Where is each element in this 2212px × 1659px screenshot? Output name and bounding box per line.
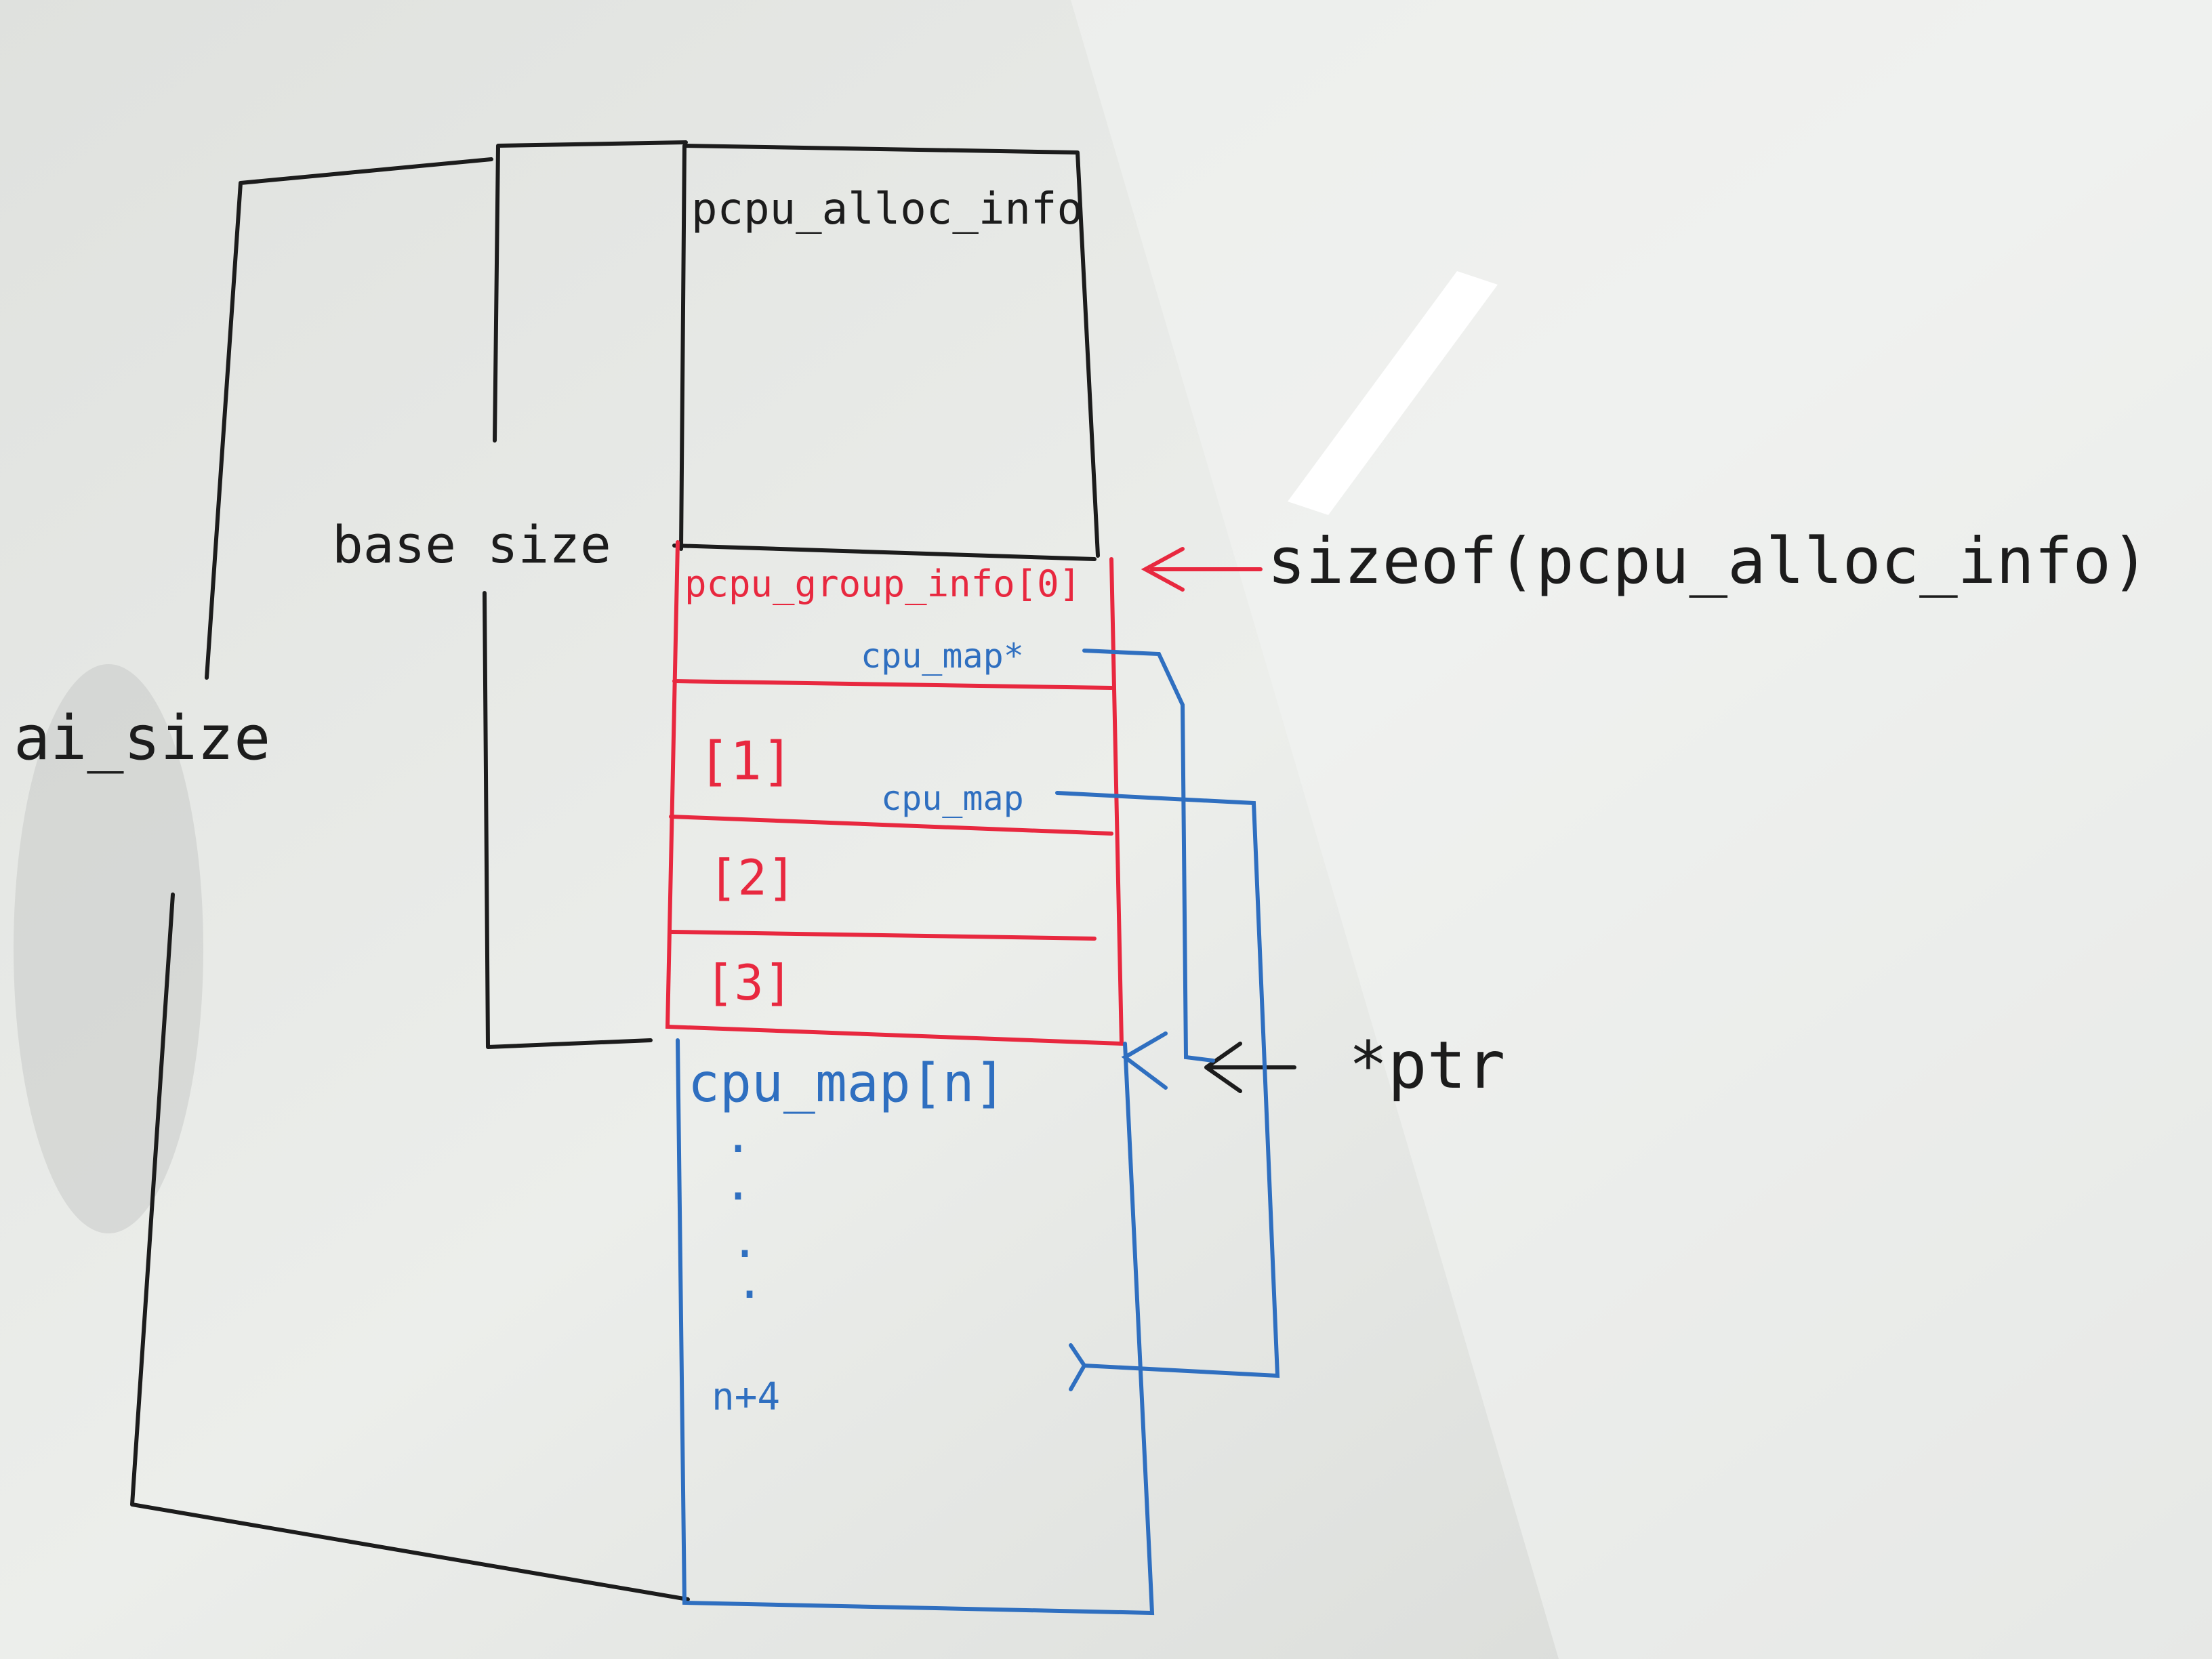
ellipsis-dot-3: .	[731, 1213, 759, 1269]
ai-size-bracket	[130, 157, 690, 1601]
cpu-map-n-arrowhead	[1121, 1031, 1168, 1090]
group-divider-1	[672, 679, 1113, 690]
bottom-entry-label: n+4	[712, 1375, 780, 1419]
struct-box-outline	[679, 144, 1100, 558]
group-divider-2	[669, 815, 1113, 836]
group-2-label: [2]	[708, 849, 796, 906]
cpu-map-1-link	[1055, 791, 1280, 1378]
reflection-blob	[14, 664, 203, 1233]
sizeof-arrow	[1141, 547, 1263, 592]
ceiling-light-glare	[1288, 271, 1498, 515]
cpu-map-box	[676, 1038, 1155, 1616]
cpu-map-ptr-0-label: cpu_map*	[861, 636, 1024, 676]
blue-strokes	[676, 649, 1280, 1616]
group-3-label: [3]	[705, 954, 793, 1011]
group-array-box	[665, 540, 1124, 1046]
bottom-arrowhead	[1069, 1343, 1087, 1391]
black-strokes	[130, 140, 1296, 1601]
ellipsis-dot-1: .	[724, 1108, 752, 1164]
base-size-bracket	[483, 140, 688, 1049]
cpu-map-n-label: cpu_map[n]	[688, 1053, 1006, 1114]
base-size-label: base size	[332, 514, 611, 575]
cpu-map-0-link	[1082, 649, 1215, 1063]
group-info-0-label: pcpu_group_info[0]	[684, 562, 1081, 605]
ptr-label: *ptr	[1349, 1027, 1505, 1103]
group-divider-3	[669, 930, 1097, 941]
cpu-map-ptr-1-label: cpu_map	[881, 779, 1024, 818]
struct-name-label: pcpu_alloc_info	[691, 184, 1083, 234]
ellipsis-dot-4: .	[735, 1254, 764, 1309]
ellipsis-dot-2: .	[724, 1155, 752, 1211]
group-1-label: [1]	[698, 731, 794, 792]
sizeof-label: sizeof(pcpu_alloc_info)	[1267, 525, 2150, 598]
ai-size-label: ai_size	[14, 703, 270, 774]
red-strokes	[665, 540, 1263, 1046]
sizeof-divider-line	[672, 544, 1097, 561]
ptr-arrow	[1204, 1042, 1296, 1093]
